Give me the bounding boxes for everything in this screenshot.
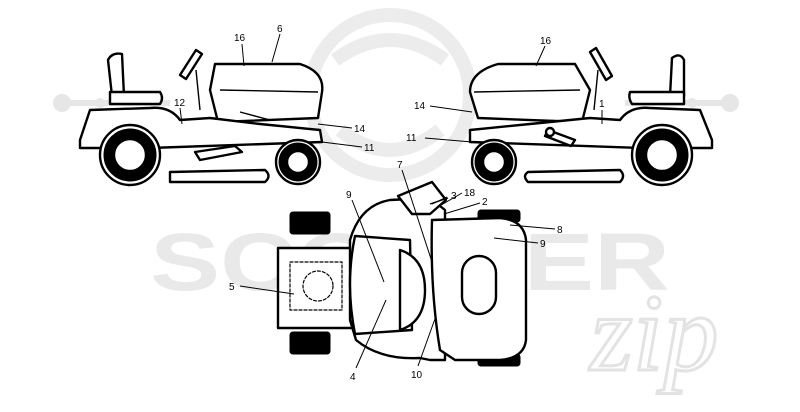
top-view-grille [460,254,498,316]
leader-left-12 [179,107,183,125]
left-mower-rear-hub [112,137,148,173]
callout-right-11: 11 [406,133,417,144]
leader-left-14 [317,123,353,129]
leader-right-11 [424,137,473,143]
callout-top-5: 5 [229,282,235,293]
right-mower-hood-line [473,89,581,93]
left-mower-hood [208,62,324,124]
leader-lines [179,33,603,369]
leader-top-3 [431,196,448,205]
leader-top-7 [401,169,433,263]
callout-top-2: 2 [482,197,488,208]
top-view-rear-tire-top [289,211,331,235]
leader-top-8 [509,224,556,230]
callout-left-12: 12 [174,98,186,109]
leader-top-2 [443,202,481,215]
leader-top-4 [355,299,387,369]
leader-top-5 [239,285,295,295]
callout-top-3: 3 [451,191,457,202]
right-mower-seat-back [668,54,686,98]
leader-top-10 [417,315,437,367]
callout-right-16: 16 [540,36,552,47]
right-mower-lever-knob [544,126,556,138]
leader-right-14 [429,105,473,113]
callout-top-9-right: 9 [540,239,546,250]
right-mower-steering-column [593,69,599,111]
left-mower-hood-line [219,89,319,93]
right-mower-seat [628,90,686,106]
callout-top-18: 18 [464,188,476,199]
right-mower-hood [468,62,592,124]
callout-top-9-left: 9 [346,190,352,201]
top-view-seat [348,234,414,336]
left-mower-hood-side [239,111,319,121]
leader-left-16 [241,43,245,67]
left-mower-deck [168,168,270,184]
left-mower-seat-back [106,52,126,98]
left-mower-steering-column [195,69,201,111]
callout-left-16: 16 [234,33,246,44]
watermark-brand-script: zip [588,272,718,394]
top-view-battery-circle [302,270,334,302]
callout-left-11: 11 [364,143,375,154]
left-mower-front-hub [285,149,311,175]
left-mower-pedal [193,144,244,162]
left-mower [78,48,324,187]
callout-right-14: 14 [414,101,426,112]
left-mower-steering-wheel [178,48,204,81]
top-view-console [398,248,427,332]
left-mower-seat [108,90,164,106]
callout-top-10: 10 [411,370,423,381]
right-mower-rear-hub [644,137,680,173]
callout-top-4: 4 [350,372,356,383]
callout-right-1: 1 [599,99,605,110]
callout-top-7: 7 [397,160,403,171]
callout-top-8: 8 [557,225,563,236]
leader-left-6 [271,33,281,63]
callout-labels: 16 6 12 14 11 16 14 1 11 7 9 3 18 2 8 9 … [174,24,605,383]
leader-top-9-left [351,199,385,283]
leader-top-9-right [493,237,539,244]
right-mower-front-hub [481,149,507,175]
top-view-rear-tire-bottom [289,331,331,355]
leader-top-18 [435,192,463,209]
right-mower-steering-wheel [588,46,614,82]
right-mower-deck [523,168,625,184]
watermark-emblem [303,8,477,182]
leader-left-11 [321,141,363,148]
top-view-mower [276,180,528,367]
right-mower [468,46,714,187]
callout-left-14: 14 [354,124,366,135]
callout-left-6: 6 [277,24,283,35]
leader-right-16 [535,45,546,67]
